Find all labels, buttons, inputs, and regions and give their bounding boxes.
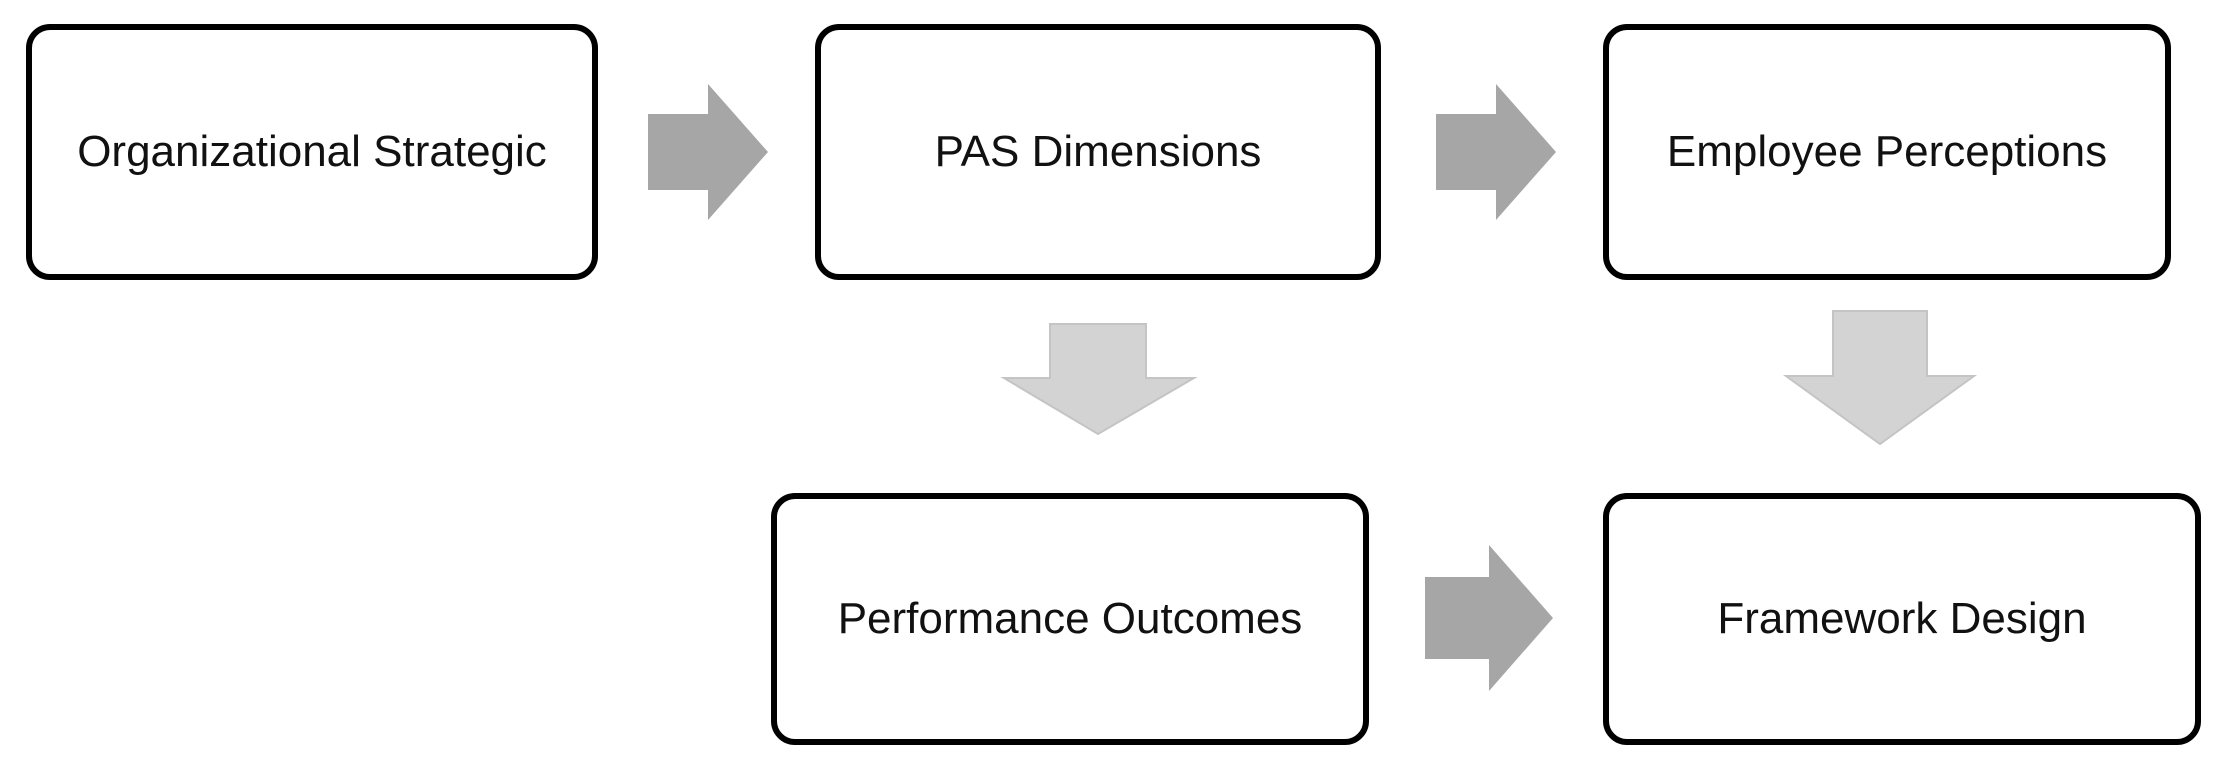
node-label: Organizational Strategic — [77, 127, 547, 176]
node-employee-perceptions: Employee Perceptions — [1603, 24, 2171, 280]
arrow-right-icon — [1425, 545, 1553, 691]
node-performance-outcomes: Performance Outcomes — [771, 493, 1369, 745]
node-pas-dimensions: PAS Dimensions — [815, 24, 1381, 280]
node-label: PAS Dimensions — [934, 127, 1262, 176]
node-label: Employee Perceptions — [1666, 127, 2108, 176]
arrow-right-icon — [1436, 84, 1556, 220]
node-label: Performance Outcomes — [837, 594, 1303, 643]
node-label: Framework Design — [1717, 594, 2087, 643]
node-framework-design: Framework Design — [1603, 493, 2201, 745]
arrow-right-icon — [648, 84, 768, 220]
node-organizational-strategic: Organizational Strategic — [26, 24, 598, 280]
arrow-down-icon — [1782, 310, 1978, 446]
arrow-down-icon — [1000, 323, 1198, 436]
